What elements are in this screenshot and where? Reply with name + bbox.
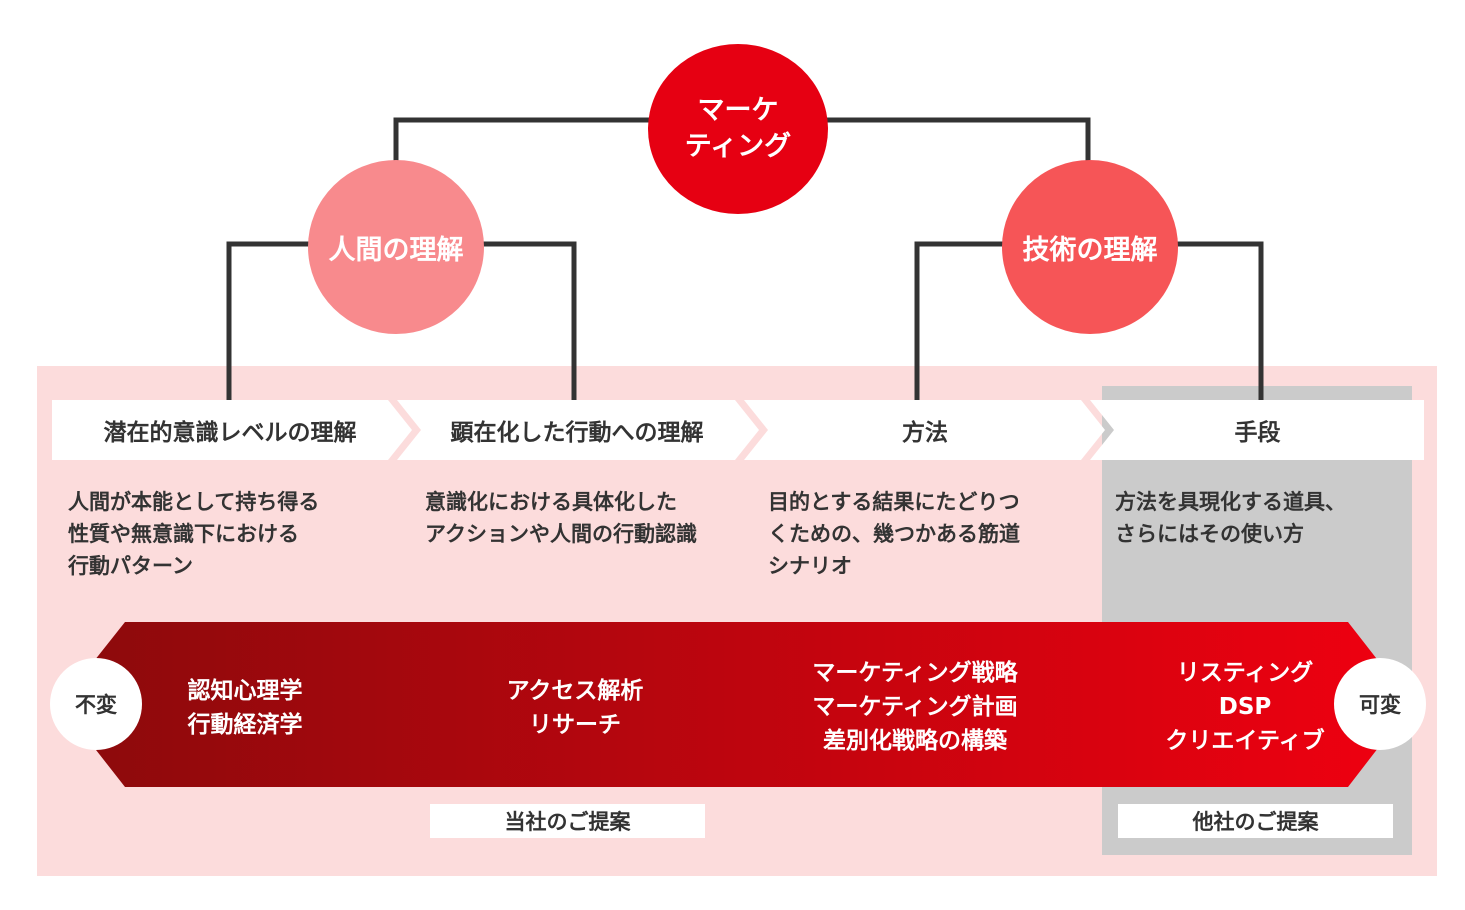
band-item-1: 認知心理学 行動経済学 bbox=[187, 678, 303, 738]
our-proposal-label: 当社のご提案 bbox=[430, 804, 705, 838]
step-label-2: 顕在化した行動への理解 bbox=[450, 420, 704, 446]
step-chevron-1 bbox=[52, 400, 412, 460]
variable-circle: 可変 bbox=[1334, 658, 1426, 750]
root-left-connector bbox=[393, 117, 660, 170]
step-label-1: 潜在的意識レベルの理解 bbox=[103, 420, 357, 446]
step-desc-1: 人間が本能として持ち得る 性質や無意識下における 行動パターン bbox=[68, 490, 320, 578]
band-item-4: リスティング DSP クリエイティブ bbox=[1165, 660, 1325, 754]
tech-left-connector bbox=[914, 241, 1010, 400]
invariant-circle: 不変 bbox=[50, 658, 142, 750]
tech-understanding-circle: 技術の理解 bbox=[1002, 160, 1178, 334]
step-desc-2: 意識化における具体化した アクションや人間の行動認識 bbox=[425, 490, 697, 546]
step-desc-3: 目的とする結果にたどりつ くための、幾つかある筋道 シナリオ bbox=[768, 490, 1020, 578]
human-understanding-circle: 人間の理解 bbox=[308, 160, 484, 334]
human-right-connector bbox=[480, 241, 577, 400]
tech-right-connector bbox=[1168, 241, 1264, 400]
step-chevron-3 bbox=[744, 400, 1105, 460]
human-left-connector bbox=[226, 241, 320, 400]
step-label-3: 方法 bbox=[902, 420, 948, 446]
band-item-3: マーケティング戦略 マーケティング計画 差別化戦略の構築 bbox=[812, 660, 1018, 754]
step-chevron-2 bbox=[397, 400, 759, 460]
step-chevron-4 bbox=[1090, 400, 1424, 460]
band-item-2: アクセス解析 リサーチ bbox=[506, 678, 644, 738]
step-desc-4: 方法を具現化する道具、 さらにはその使い方 bbox=[1115, 490, 1346, 546]
others-proposal-label: 他社のご提案 bbox=[1118, 804, 1393, 838]
marketing-circle: マーケ ティング bbox=[648, 44, 828, 214]
step-label-4: 手段 bbox=[1234, 420, 1281, 446]
band-arrow bbox=[60, 622, 1412, 787]
root-right-connector bbox=[800, 117, 1091, 170]
